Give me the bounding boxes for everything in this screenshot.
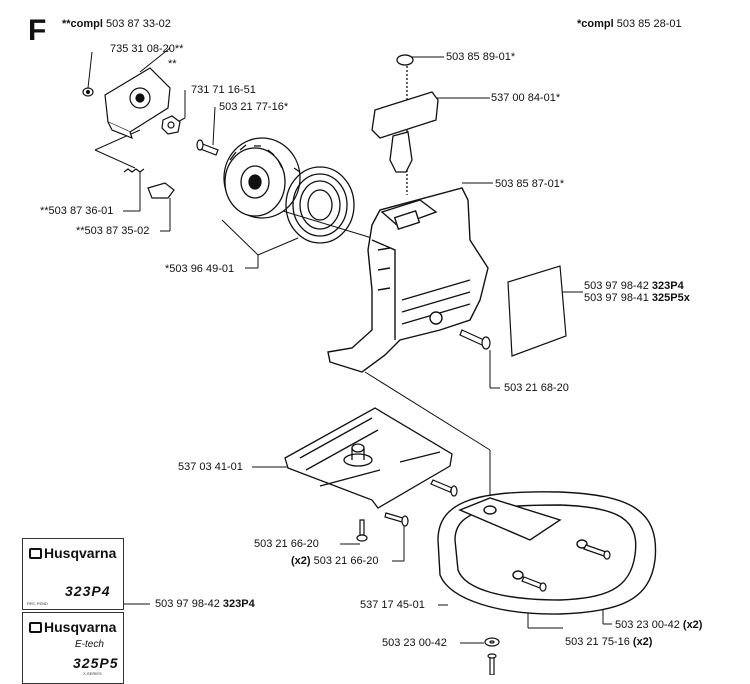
leader-line	[364, 371, 491, 451]
part-label: 503 21 77-16*	[219, 101, 289, 113]
model-name: 323P4	[222, 598, 255, 610]
part-label: 537 03 41-01	[178, 461, 243, 473]
part-number: 503 21 75-16	[565, 636, 630, 648]
starter-pulley	[223, 137, 301, 219]
part-label: 537 17 45-01	[360, 599, 425, 611]
quantity: (x2)	[632, 636, 653, 648]
leader-line	[221, 219, 259, 256]
part-number: 503 97 98-41	[584, 292, 649, 304]
nut	[161, 115, 181, 135]
leader-line	[94, 129, 141, 151]
part-number: 503 21 66-20	[313, 555, 379, 567]
part-label: 503 21 66-20	[254, 538, 319, 550]
screw	[521, 544, 611, 592]
model-badge: 325P5	[73, 655, 119, 671]
quantity: (x2)	[291, 555, 311, 567]
washer	[484, 637, 500, 675]
part-label: 503 21 68-20	[504, 382, 569, 394]
model-name: 325P5x	[651, 292, 690, 304]
part-label: **	[168, 58, 177, 70]
leader-line	[257, 237, 299, 256]
screw	[196, 139, 219, 156]
etech-badge: E-tech	[75, 639, 104, 650]
quantity: (x2)	[682, 619, 703, 631]
header-left: **compl 503 87 33-02	[62, 18, 171, 30]
recoil-spring	[285, 166, 355, 244]
model-badge: 323P4	[65, 583, 111, 599]
part-label: 503 85 87-01*	[495, 178, 565, 190]
decal-323p4: Husqvarna 323P4 RRC PEND	[22, 538, 124, 610]
header-left-prefix: **compl	[62, 18, 103, 30]
crown-icon	[29, 622, 42, 633]
decal-325p5: Husqvarna E-tech 325P5 X-SERIES	[22, 612, 124, 684]
part-number: 503 97 98-42	[155, 598, 220, 610]
part-number: 503 97 98-42	[584, 280, 649, 292]
part-label: **503 87 36-01	[40, 205, 114, 217]
brand-logo: Husqvarna	[29, 619, 116, 635]
part-label: 503 85 89-01*	[446, 51, 516, 63]
small-washer	[82, 87, 94, 97]
brand-logo: Husqvarna	[29, 545, 116, 561]
starter-pawl-housing	[104, 67, 171, 140]
part-label: (x2) 503 21 66-20	[291, 555, 378, 567]
part-label: 503 97 98-42 323P4	[155, 598, 255, 610]
harness-plate	[437, 491, 657, 615]
header-right: *compl 503 85 28-01	[577, 18, 682, 30]
leader-line	[94, 149, 136, 169]
part-label: 537 00 84-01*	[491, 92, 561, 104]
header-right-prefix: *compl	[577, 18, 614, 30]
starter-cover	[327, 187, 489, 373]
crown-icon	[29, 548, 42, 559]
mounting-bracket	[284, 407, 453, 509]
header-right-number: 503 85 28-01	[616, 18, 682, 30]
part-label: 503 97 98-42 323P4	[584, 280, 684, 292]
part-label: 503 21 75-16 (x2)	[565, 636, 652, 648]
leader-line	[87, 51, 93, 89]
part-label: 503 23 00-42	[382, 637, 447, 649]
series-badge: X-SERIES	[83, 671, 102, 676]
part-label: *503 96 49-01	[165, 263, 235, 275]
part-label: 503 23 00-42 (x2)	[615, 619, 702, 631]
part-label: 735 31 08-20**	[110, 43, 184, 55]
spring-and-pawl	[123, 168, 175, 199]
part-label: 731 71 16-51	[191, 84, 256, 96]
screw	[459, 329, 491, 350]
header-left-number: 503 87 33-02	[106, 18, 171, 30]
part-label: **503 87 35-02	[76, 225, 150, 237]
part-number: 503 23 00-42	[615, 619, 680, 631]
starter-handle	[371, 54, 439, 195]
section-letter: F	[28, 14, 47, 47]
decal-fine-print: RRC PEND	[27, 601, 48, 606]
leader-line	[139, 47, 171, 73]
model-name: 323P4	[651, 280, 684, 292]
screw	[356, 479, 458, 542]
leader-line	[212, 106, 216, 146]
part-label: 503 97 98-41 325P5x	[584, 292, 690, 304]
decal-plate	[507, 265, 567, 357]
